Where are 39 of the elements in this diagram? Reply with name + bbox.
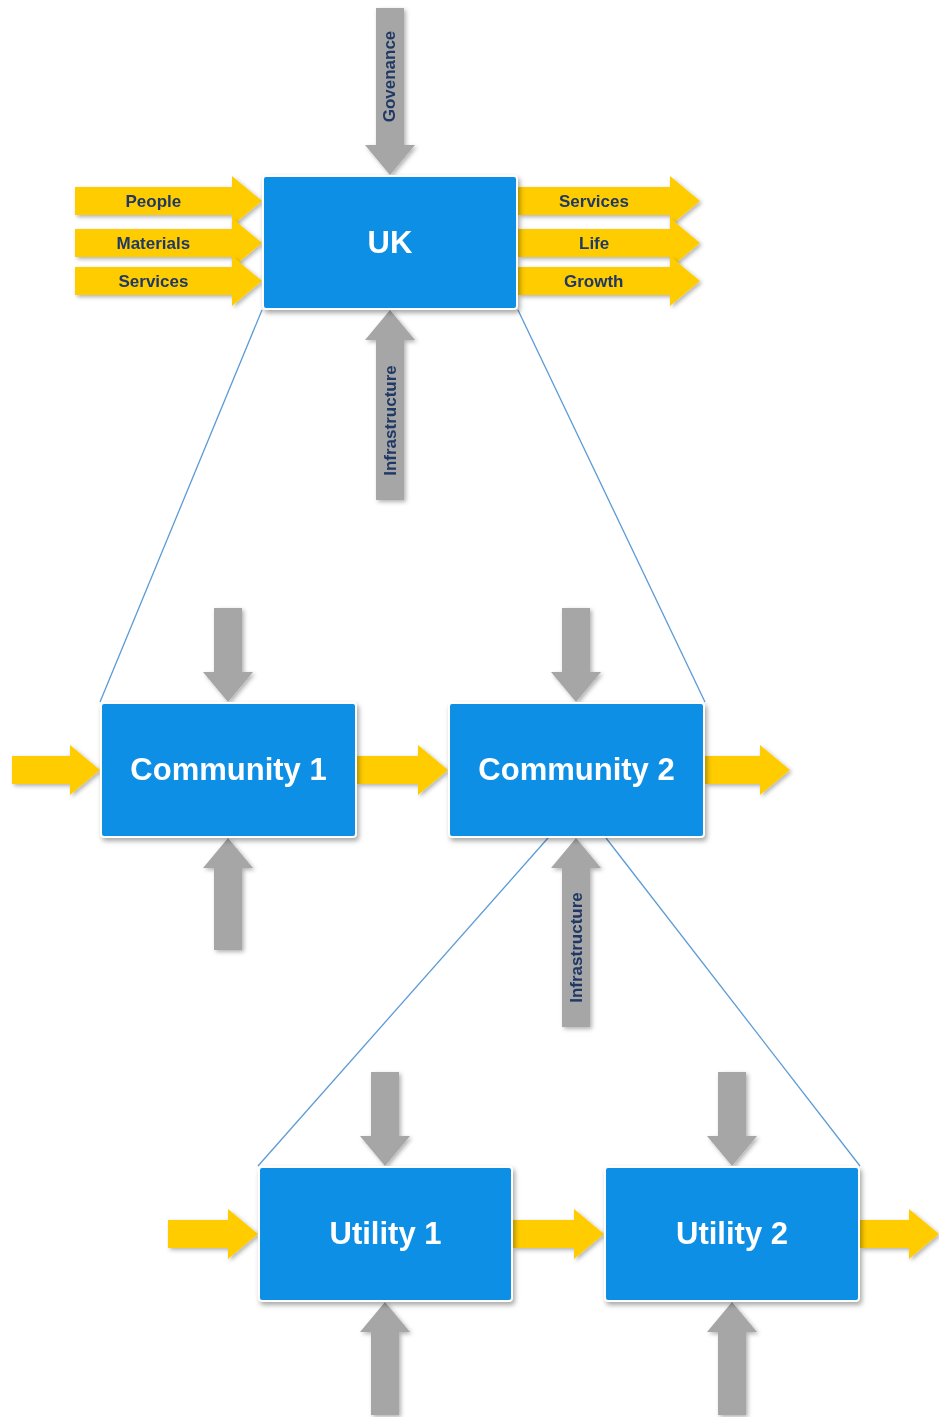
block-arrow	[168, 1209, 258, 1259]
box-label: Utility 2	[676, 1216, 788, 1252]
box-label: UK	[367, 224, 413, 261]
block-arrow	[551, 838, 601, 1027]
block-arrow	[365, 310, 415, 500]
block-arrow	[360, 1072, 410, 1166]
block-arrow	[513, 1209, 604, 1259]
connector-line	[517, 309, 706, 703]
block-arrow	[12, 745, 100, 795]
edge-label: Infrastructure	[567, 892, 585, 1003]
box-label: Community 1	[130, 752, 327, 788]
block-arrow	[357, 745, 448, 795]
process-box	[604, 1166, 860, 1302]
process-box	[262, 175, 518, 310]
block-arrow	[360, 1302, 410, 1415]
block-arrow	[365, 8, 415, 175]
edge-label: Services	[118, 272, 189, 290]
block-arrow	[203, 608, 253, 702]
process-box	[258, 1166, 513, 1302]
box-label: Community 2	[478, 752, 675, 788]
edge-label: Life	[579, 234, 610, 252]
edge-label: Services	[559, 192, 629, 210]
block-arrow	[551, 608, 601, 702]
process-box	[448, 702, 705, 838]
block-arrow	[707, 1302, 757, 1415]
edge-label: Materials	[116, 234, 191, 252]
block-arrow	[203, 838, 253, 950]
block-arrow	[707, 1072, 757, 1166]
block-arrow	[705, 745, 790, 795]
connector-line	[99, 309, 263, 703]
edge-label: Growth	[564, 272, 624, 290]
edge-label: Infrastructure	[381, 364, 399, 476]
block-arrow	[860, 1209, 939, 1259]
edge-label: People	[125, 192, 182, 210]
box-label: Utility 1	[329, 1216, 442, 1252]
connector-line	[605, 837, 861, 1167]
edge-label: Govenance	[381, 30, 399, 123]
process-box	[100, 702, 357, 838]
connector-line	[257, 837, 549, 1167]
